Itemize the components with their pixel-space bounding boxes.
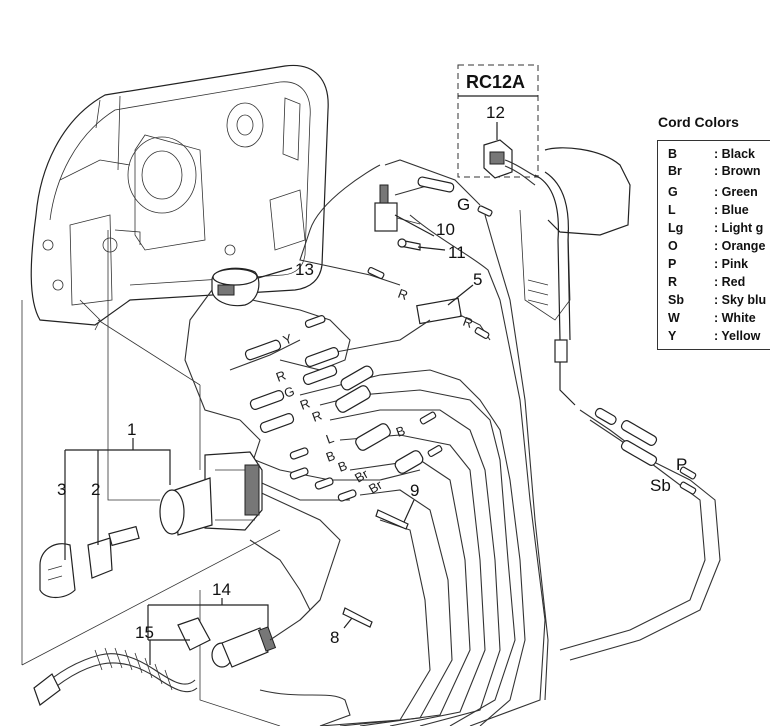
lock-plate-14 [211,599,321,668]
legend-row: Y: Yellow [668,329,761,343]
legend-row: Br: Brown [668,164,761,178]
screw-11 [397,238,421,251]
callout-1: 1 [127,420,136,439]
wire-label-b1: B [324,448,337,465]
wire-label-b3: B [394,423,407,440]
callout-8: 8 [330,628,339,647]
callout-9: 9 [410,481,419,500]
legend-title: Cord Colors [658,114,739,130]
legend-row: W: White [668,311,756,325]
wire-label-y: Y [281,331,295,348]
bullet-connectors [244,176,697,502]
wire-label-g-top: G [457,195,470,214]
wire-label-b2: B [336,458,349,475]
callout-2: 2 [91,480,100,499]
switch-12 [483,139,541,186]
legend-row: O: Orange [668,239,766,253]
callout-14: 14 [212,580,231,599]
legend-row: L: Blue [668,203,749,217]
callout-15: 15 [135,623,154,642]
callout-13: 13 [295,260,314,279]
legend-row: Lg: Light g [668,221,764,235]
callout-leaders [64,122,498,665]
lever-housing [519,147,631,406]
wire-label-g1: G [282,383,297,401]
callout-5: 5 [473,270,482,289]
legend-row: Sb: Sky blu [668,293,767,307]
remote-control-housing [30,64,329,331]
lanyard-15 [33,617,211,706]
key-2 [87,525,140,579]
wire-label-sb: Sb [650,476,671,495]
main-switch-1 [159,451,263,536]
buzzer-13 [211,267,260,307]
callout-12: 12 [486,103,505,122]
pin-8 [342,607,373,628]
wire-label-p: P [676,455,687,474]
legend-row: P: Pink [668,257,749,271]
callout-10: 10 [436,220,455,239]
callout-numbers: 1 2 3 5 8 9 10 11 12 13 14 15 [57,103,505,647]
pin-9 [375,509,409,530]
legend-row: G: Green [668,185,758,199]
cord-colors-legend: B: Black Br: Brown G: Green L: Blue Lg: … [657,140,770,350]
connector-5 [416,297,462,325]
wire-label-r-mid: R [396,286,410,303]
legend-row: R: Red [668,275,746,289]
cap-3 [39,543,76,599]
rc12a-label: RC12A [466,72,525,92]
legend-row: B: Black [668,147,755,161]
callout-3: 3 [57,480,66,499]
callout-11: 11 [448,243,466,262]
wire-label-l1: L [324,430,336,447]
wire-label-r1: R [274,368,288,385]
switch-10 [374,184,421,232]
wire-label-r3: R [310,408,324,425]
